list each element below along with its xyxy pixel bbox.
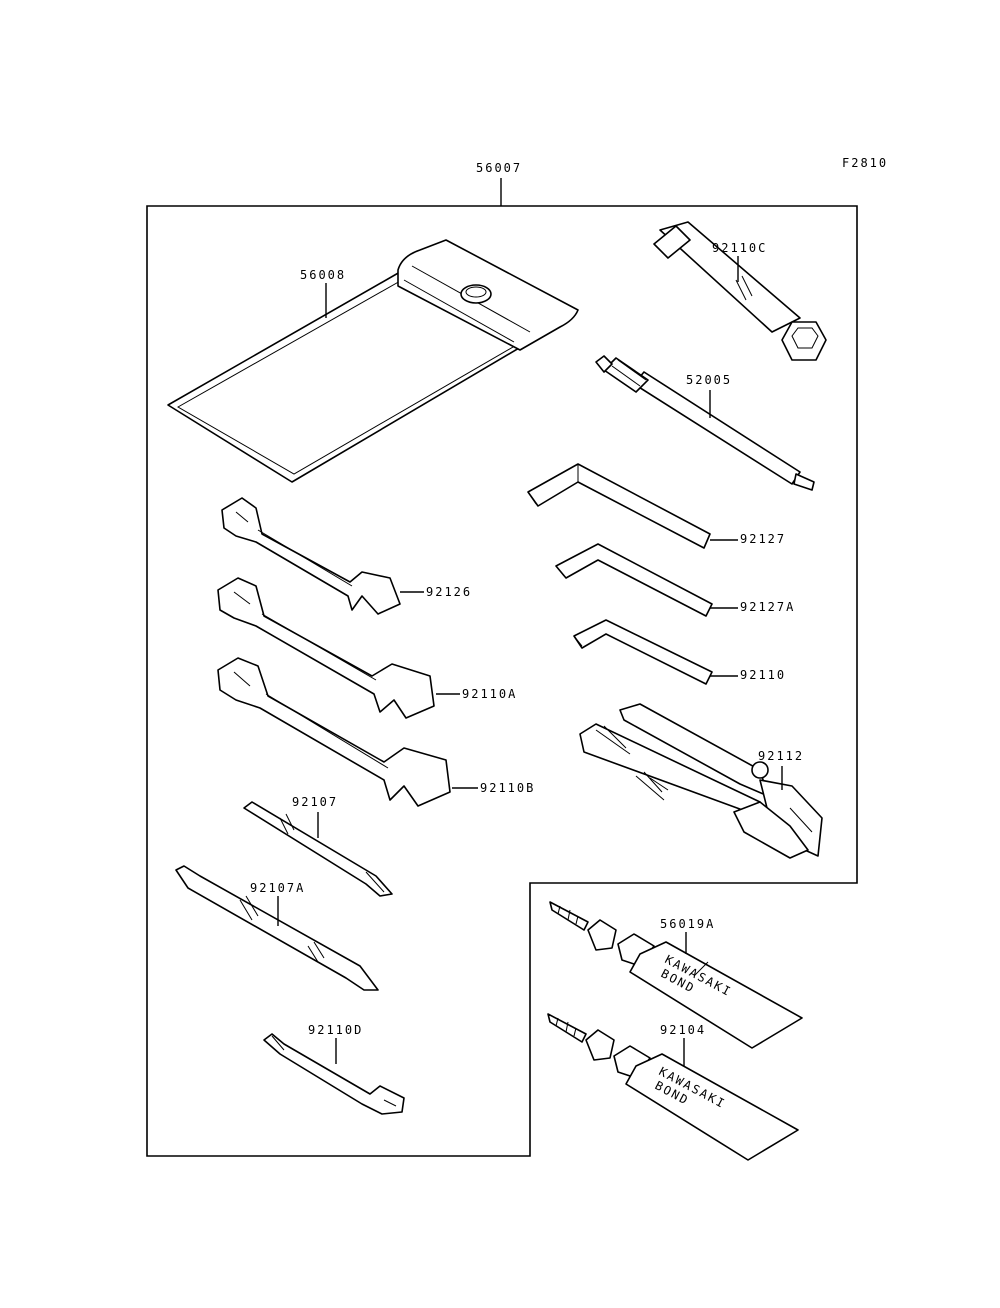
label-92112[interactable]: 92112 — [758, 749, 804, 763]
label-56008[interactable]: 56008 — [300, 268, 346, 282]
hex-key-92127A[interactable] — [555, 543, 713, 617]
label-92110C[interactable]: 92110C — [712, 241, 767, 255]
tool-pouch-56008[interactable] — [167, 239, 579, 483]
figure-code: F2810 — [842, 156, 888, 170]
bond-tube-56019A[interactable]: KAWASAKI BOND — [549, 901, 803, 1049]
screwdriver-92107[interactable] — [243, 801, 393, 897]
label-92104[interactable]: 92104 — [660, 1023, 706, 1037]
label-52005[interactable]: 52005 — [686, 373, 732, 387]
screwdriver-handle-52005[interactable] — [595, 355, 815, 491]
wrench-92110B[interactable] — [217, 657, 451, 807]
screwdriver-92107A[interactable] — [175, 865, 379, 991]
kit-frame — [146, 205, 858, 1157]
label-92110B[interactable]: 92110B — [480, 781, 535, 795]
box-wrench-92110C[interactable] — [653, 221, 827, 361]
label-92126[interactable]: 92126 — [426, 585, 472, 599]
hex-key-92110[interactable] — [573, 619, 713, 685]
hex-key-92127[interactable] — [527, 463, 711, 549]
pliers-92112[interactable] — [579, 703, 823, 859]
label-92107A[interactable]: 92107A — [250, 881, 305, 895]
label-56019A[interactable]: 56019A — [660, 917, 715, 931]
label-92110A[interactable]: 92110A — [462, 687, 517, 701]
label-56007[interactable]: 56007 — [476, 161, 522, 175]
label-92127[interactable]: 92127 — [740, 532, 786, 546]
label-92127A[interactable]: 92127A — [740, 600, 795, 614]
wrench-92110A[interactable] — [217, 577, 435, 719]
wrench-92126[interactable] — [221, 497, 401, 615]
label-92110D[interactable]: 92110D — [308, 1023, 363, 1037]
tool-92110D[interactable] — [263, 1033, 405, 1115]
label-92107[interactable]: 92107 — [292, 795, 338, 809]
label-92110[interactable]: 92110 — [740, 668, 786, 682]
